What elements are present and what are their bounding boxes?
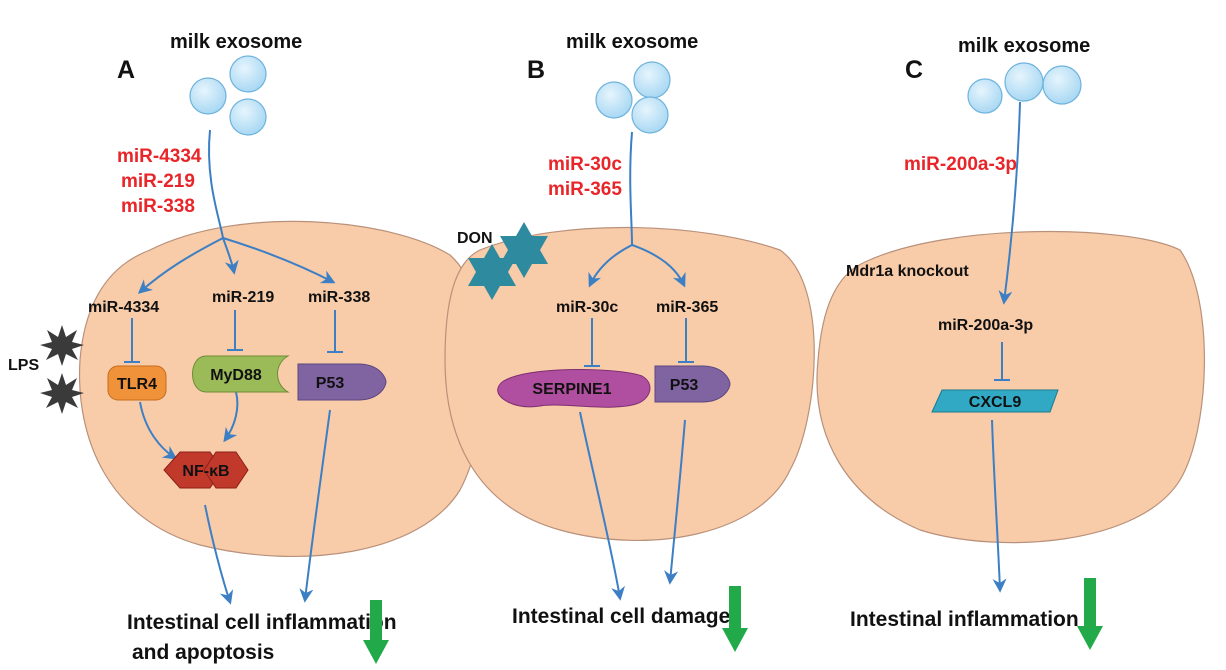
lps-label: LPS (8, 357, 39, 374)
don-label: DON (457, 230, 493, 247)
serpine1-label: SERPINE1 (532, 381, 611, 398)
down-arrow-b (722, 586, 748, 652)
outcome-a-line-1: Intestinal cell inflammation (127, 611, 397, 634)
cxcl9-label: CXCL9 (969, 394, 1022, 411)
p53-shape-a (297, 363, 387, 401)
cxcl9-shape (931, 389, 1059, 413)
exosome-cluster-a (189, 55, 267, 136)
outcome-a-line-2: and apoptosis (132, 641, 274, 664)
myd88-label: MyD88 (210, 367, 262, 384)
p53-label-a: P53 (316, 375, 345, 392)
down-arrow-c (1077, 578, 1103, 650)
arrows-a (124, 129, 343, 605)
mirna-b-1: miR-30c (548, 154, 622, 175)
down-arrow-a (363, 600, 389, 664)
tlr4-label: TLR4 (117, 376, 157, 393)
mirna-b-2: miR-365 (548, 179, 622, 200)
condition-label-c: Mdr1a knockout (846, 263, 969, 280)
nfkb-shape (163, 451, 249, 489)
branch-label-b-2: miR-365 (656, 299, 718, 316)
tlr4-shape (107, 365, 167, 401)
lps-icon (40, 325, 84, 414)
mirna-a-3: miR-338 (121, 196, 195, 217)
milk-exosome-label-a: milk exosome (170, 31, 302, 53)
branch-label-c-1: miR-200a-3p (938, 317, 1033, 334)
arrows-b (579, 131, 694, 601)
don-icon (468, 222, 548, 300)
milk-exosome-label-b: milk exosome (566, 31, 698, 53)
branch-label-a-1: miR-4334 (88, 299, 159, 316)
exosome-cluster-b (595, 61, 671, 134)
panel-letter-a: A (117, 56, 135, 84)
arrows-c (991, 101, 1021, 593)
outcome-c: Intestinal inflammation (850, 608, 1079, 631)
serpine1-shape (497, 369, 651, 408)
p53-shape-b (654, 365, 731, 403)
myd88-shape (192, 355, 290, 393)
cell-c (816, 230, 1205, 544)
mirna-c-1: miR-200a-3p (904, 154, 1017, 175)
panel-letter-c: C (905, 56, 923, 84)
nfkb-label: NF-κB (182, 463, 229, 480)
branch-label-a-3: miR-338 (308, 289, 370, 306)
outcome-b: Intestinal cell damage (512, 605, 730, 628)
branch-label-a-2: miR-219 (212, 289, 274, 306)
mirna-a-1: miR-4334 (117, 146, 202, 167)
exosome-cluster-c (967, 62, 1082, 114)
mirna-a-2: miR-219 (121, 171, 195, 192)
milk-exosome-label-c: milk exosome (958, 35, 1090, 57)
p53-label-b: P53 (670, 377, 699, 394)
branch-label-b-1: miR-30c (556, 299, 618, 316)
panel-letter-b: B (527, 56, 545, 84)
